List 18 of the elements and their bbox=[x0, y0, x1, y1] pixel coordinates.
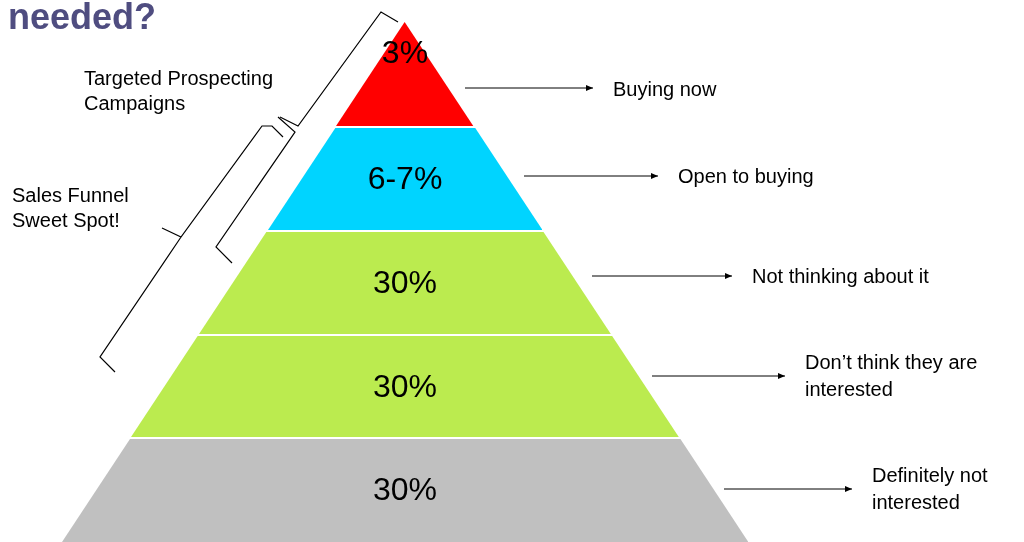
percentage-label: 30% bbox=[372, 470, 437, 509]
segment-label: Not thinking about it bbox=[752, 264, 930, 289]
percentage-label: 6-7% bbox=[367, 159, 443, 198]
title: needed? bbox=[8, 0, 157, 39]
segment-label: Don’t think they are interested bbox=[805, 350, 979, 402]
percentage-label: 30% bbox=[372, 367, 437, 406]
arrow bbox=[651, 373, 786, 379]
percentage-label: 3% bbox=[381, 33, 429, 72]
arrow bbox=[591, 273, 733, 279]
arrow bbox=[523, 173, 659, 179]
bracket-label: Sales Funnel Sweet Spot! bbox=[12, 183, 130, 233]
bracket-label: Targeted Prospecting Campaigns bbox=[84, 66, 274, 116]
segment-label: Definitely not interested bbox=[872, 463, 989, 515]
segment-label: Open to buying bbox=[678, 164, 815, 189]
arrow bbox=[723, 486, 853, 492]
arrow bbox=[464, 85, 594, 91]
percentage-label: 30% bbox=[372, 263, 437, 302]
segment-label: Buying now bbox=[613, 77, 718, 102]
